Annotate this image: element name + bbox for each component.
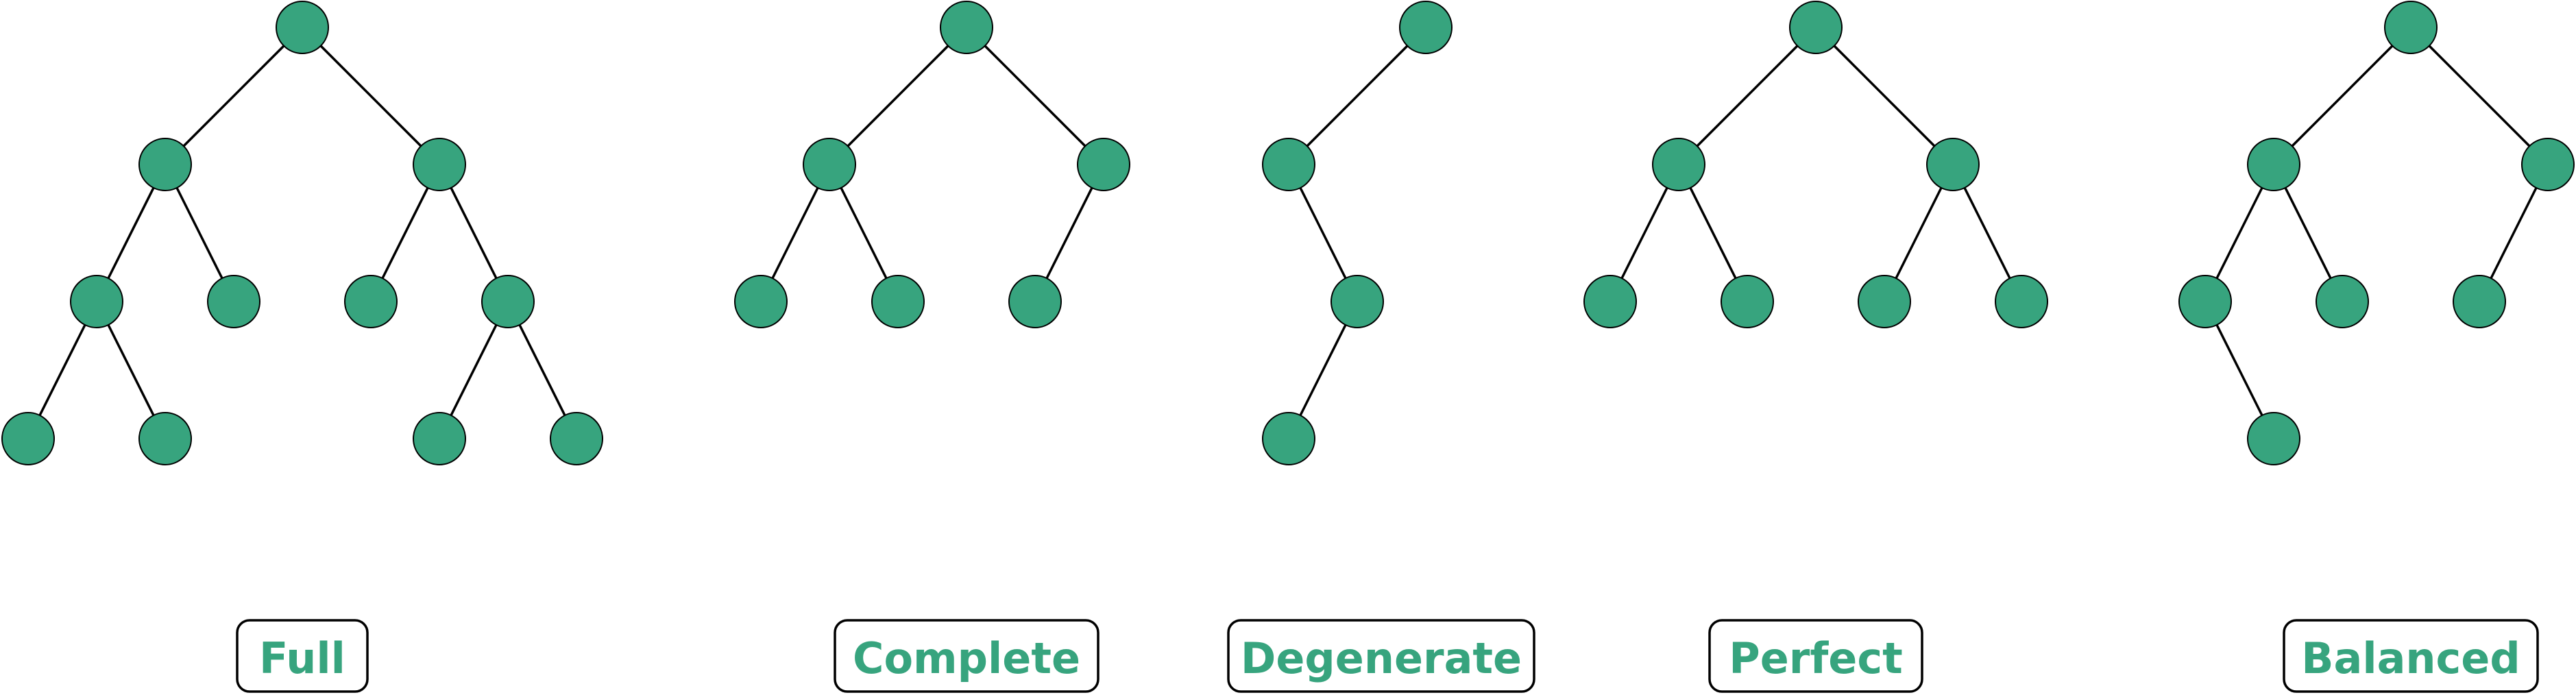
node-balanced-lr xyxy=(2316,275,2369,328)
label-text-balanced: Balanced xyxy=(2301,633,2520,683)
edge-full-root-l xyxy=(164,26,304,166)
node-full-lll xyxy=(1,412,55,465)
node-complete-lr xyxy=(871,275,925,328)
label-degenerate: Degenerate xyxy=(1227,619,1535,693)
tree-full xyxy=(1,1,603,465)
node-full-rrl xyxy=(413,412,466,465)
node-balanced-root xyxy=(2384,1,2438,54)
node-full-r xyxy=(413,138,466,191)
edge-perfect-root-r xyxy=(1814,26,1954,166)
label-text-degenerate: Degenerate xyxy=(1241,633,1522,683)
node-balanced-ll xyxy=(2178,275,2232,328)
label-box-complete xyxy=(834,619,1099,693)
edge-complete-root-l xyxy=(828,26,968,166)
edge-balanced-root-r xyxy=(2409,26,2549,166)
label-perfect: Perfect xyxy=(1708,619,1923,693)
label-complete: Complete xyxy=(834,619,1099,693)
node-balanced-r xyxy=(2521,138,2575,191)
tree-degenerate xyxy=(1262,1,1453,465)
label-box-full xyxy=(236,619,369,693)
tree-perfect xyxy=(1583,1,2048,328)
node-complete-rl xyxy=(1008,275,1062,328)
label-balanced: Balanced xyxy=(2283,619,2539,693)
node-perfect-l xyxy=(1652,138,1705,191)
node-balanced-l xyxy=(2247,138,2300,191)
node-complete-root xyxy=(940,1,993,54)
node-perfect-r xyxy=(1926,138,1980,191)
node-degenerate-lrl xyxy=(1262,412,1315,465)
node-full-l xyxy=(138,138,192,191)
node-full-llr xyxy=(138,412,192,465)
label-box-degenerate xyxy=(1227,619,1535,693)
label-text-complete: Complete xyxy=(853,633,1080,683)
edge-complete-root-r xyxy=(965,26,1105,166)
edge-balanced-root-l xyxy=(2272,26,2412,166)
node-full-lr xyxy=(207,275,260,328)
node-perfect-root xyxy=(1789,1,1843,54)
node-full-ll xyxy=(70,275,123,328)
tree-complete xyxy=(734,1,1130,328)
node-balanced-rl xyxy=(2453,275,2506,328)
label-box-balanced xyxy=(2283,619,2539,693)
node-full-rr xyxy=(481,275,535,328)
node-degenerate-lr xyxy=(1330,275,1384,328)
node-balanced-llr xyxy=(2247,412,2300,465)
label-full: Full xyxy=(236,619,369,693)
node-perfect-rl xyxy=(1858,275,1911,328)
label-text-perfect: Perfect xyxy=(1729,633,1902,683)
node-perfect-lr xyxy=(1721,275,1774,328)
node-full-root xyxy=(276,1,329,54)
edge-perfect-root-l xyxy=(1677,26,1817,166)
node-full-rrr xyxy=(550,412,603,465)
node-complete-r xyxy=(1077,138,1130,191)
node-degenerate-root xyxy=(1399,1,1453,54)
tree-balanced xyxy=(2178,1,2575,465)
edge-full-root-r xyxy=(301,26,441,166)
node-perfect-ll xyxy=(1583,275,1637,328)
node-full-rl xyxy=(344,275,398,328)
label-text-full: Full xyxy=(259,633,345,683)
node-complete-ll xyxy=(734,275,788,328)
edge-degenerate-root-l xyxy=(1287,26,1427,166)
label-box-perfect xyxy=(1708,619,1923,693)
node-degenerate-l xyxy=(1262,138,1315,191)
node-perfect-rr xyxy=(1995,275,2048,328)
node-complete-l xyxy=(803,138,856,191)
